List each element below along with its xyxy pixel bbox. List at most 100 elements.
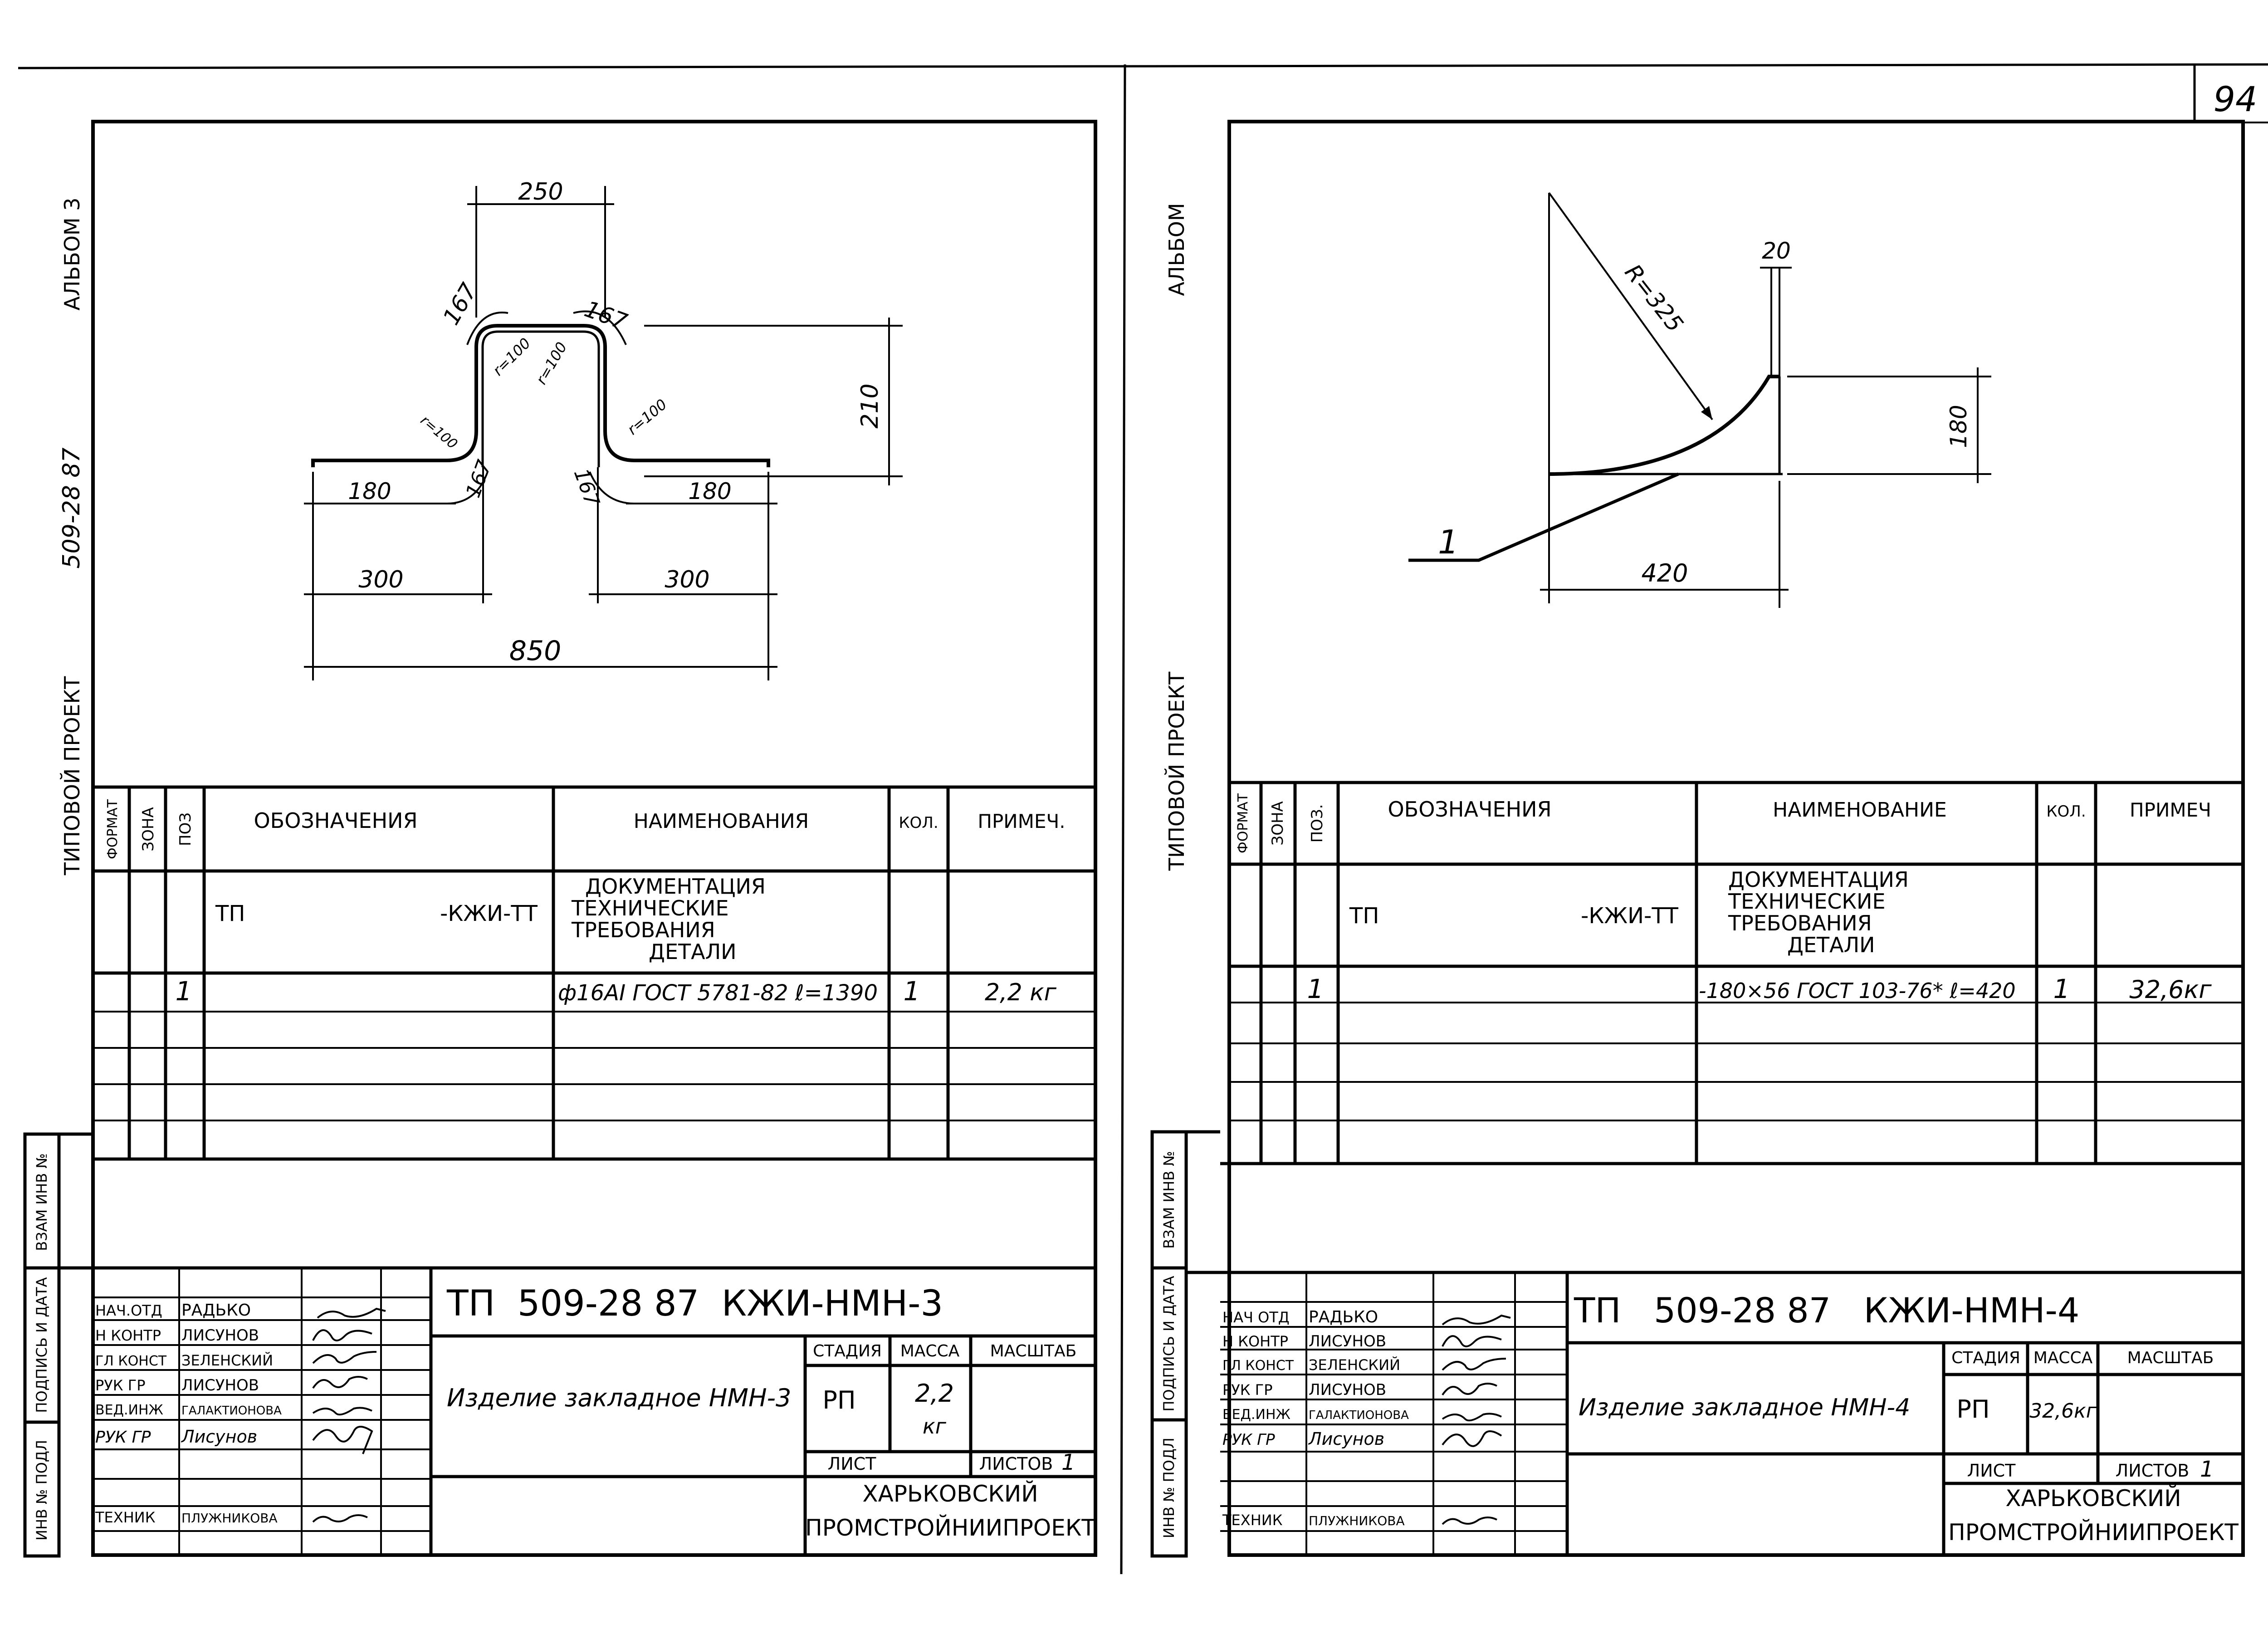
left-title-block: НАЧ.ОТД Н КОНТР ГЛ КОНСТ РУК ГР ВЕД.ИНЖ … (93, 1266, 1095, 1555)
right-role-7: ТЕХНИК (1222, 1512, 1283, 1529)
left-role-6: РУК ГР (95, 1428, 151, 1447)
left-spec-header-pos: ПОЗ (176, 812, 195, 846)
left-person-1: РАДЬКО (181, 1301, 251, 1320)
left-role-4: РУК ГР (95, 1377, 146, 1394)
left-org-1: ХАРЬКОВСКИЙ (862, 1480, 1038, 1507)
left-margin-inv: ИНВ № ПОДЛ (33, 1440, 50, 1541)
right-side-project: ТИПОВОЙ ПРОЕКТ (1164, 671, 1189, 871)
right-spec-doc-code: -КЖИ-ТТ (1581, 903, 1679, 929)
left-spec-doc-line-3: ТРЕБОВАНИЯ (571, 918, 715, 942)
left-person-2: ЛИСУНОВ (181, 1326, 259, 1345)
right-spec-header-name: НАИМЕНОВАНИЕ (1773, 798, 1947, 822)
right-person-6: Лисунов (1308, 1429, 1384, 1449)
left-spec-row-pos: 1 (176, 976, 192, 1007)
right-spec-header-note: ПРИМЕЧ (2130, 799, 2211, 821)
dim-300-right: 300 (665, 566, 709, 593)
right-person-7: ПЛУЖНИКОВА (1309, 1513, 1405, 1528)
left-sheets-value: 1 (1061, 1450, 1075, 1475)
right-scale-header: МАСШТАБ (2127, 1349, 2214, 1367)
right-sheet-header: ЛИСТ (1967, 1461, 2016, 1481)
page-frame: 94 (18, 63, 2268, 1575)
left-title-name: Изделие закладное НМН-3 (447, 1384, 791, 1412)
left-mass-header: МАССА (900, 1342, 960, 1360)
left-mass-unit: кг (923, 1414, 947, 1438)
right-org-2: ПРОМСТРОЙНИИПРОЕКТ (1948, 1519, 2239, 1546)
left-mass-value: 2,2 (915, 1379, 954, 1408)
dim-20: 20 (1762, 238, 1791, 264)
dim-167-top-right: 167 (581, 296, 631, 335)
left-person-5: ГАЛАКТИОНОВА (181, 1404, 282, 1418)
left-margin-vzam: ВЗАМ ИНВ № (33, 1153, 50, 1251)
right-person-3: ЗЕЛЕНСКИЙ (1309, 1356, 1400, 1374)
right-mass-value: 32,6кг (2029, 1399, 2097, 1423)
right-signatures (1442, 1314, 1511, 1525)
right-spec-doc-prefix: ТП (1349, 903, 1379, 929)
right-spec-doc-line-3: ТРЕБОВАНИЯ (1728, 911, 1872, 935)
dim-r100-bottom-right: r=100 (624, 396, 670, 438)
right-spec-table: ФОРМАТ ЗОНА ПОЗ. ОБОЗНАЧЕНИЯ НАИМЕНОВАНИ… (1220, 781, 2243, 1165)
dim-210: 210 (856, 383, 884, 428)
right-spec-row-name: -180×56 ГОСТ 103-76* ℓ=420 (1699, 978, 2016, 1003)
left-spec-doc-line-1: ДОКУМЕНТАЦИЯ (585, 874, 766, 899)
right-margin-vzam: ВЗАМ ИНВ № (1160, 1151, 1178, 1249)
dim-300-left: 300 (358, 566, 403, 593)
left-person-6: Лисунов (181, 1427, 257, 1447)
right-sheet: АЛЬБОМ ТИПОВОЙ ПРОЕКТ R=325 20 180 420 1 (1150, 120, 2245, 1558)
right-stage-value: РП (1956, 1395, 1989, 1424)
dim-r100-bottom-left: r=100 (417, 412, 460, 452)
dimension-lines (304, 186, 903, 680)
left-margin-podpis: ПОДПИСЬ И ДАТА (33, 1277, 50, 1413)
right-spec-header-qty: КОЛ. (2046, 802, 2086, 821)
right-margin-inv: ИНВ № ПОДЛ (1160, 1438, 1178, 1538)
left-sheet: АЛЬБОМ 3 509-28 87 ТИПОВОЙ ПРОЕКТ (23, 120, 1097, 1558)
right-margin-strip: ВЗАМ ИНВ № ПОДПИСЬ И ДАТА ИНВ № ПОДЛ (1150, 1130, 1220, 1558)
right-title-code: ТП 509-28 87 КЖИ-НМН-4 (1574, 1290, 2079, 1331)
left-role-2: Н КОНТР (95, 1327, 161, 1344)
right-spec-row-note: 32,6кг (2129, 975, 2212, 1004)
left-role-5: ВЕД.ИНЖ (95, 1402, 163, 1418)
dim-167-bottom-left: 167 (461, 457, 496, 500)
dim-180-right: 180 (688, 478, 731, 504)
right-role-3: ГЛ КОНСТ (1222, 1358, 1294, 1374)
rebar-profile: 250 167 167 r=100 r=100 r=100 r=100 210 … (304, 178, 903, 680)
right-spec-header-format: ФОРМАТ (1235, 793, 1251, 853)
left-person-4: ЛИСУНОВ (181, 1376, 259, 1394)
left-spec-table: ФОРМАТ ЗОНА ПОЗ ОБОЗНАЧЕНИЯ НАИМЕНОВАНИЯ… (93, 785, 1095, 1161)
left-scale-header: МАСШТАБ (990, 1342, 1077, 1360)
left-sheet-header: ЛИСТ (828, 1454, 877, 1474)
dim-r100-inner-left: r=100 (489, 334, 534, 379)
left-spec-row-qty: 1 (904, 976, 920, 1007)
left-person-3: ЗЕЛЕНСКИЙ (181, 1352, 273, 1369)
left-spec-header-format: ФОРМАТ (105, 799, 121, 859)
right-margin-podpis: ПОДПИСЬ И ДАТА (1160, 1276, 1178, 1411)
right-mass-header: МАССА (2033, 1349, 2093, 1367)
plate-profile: R=325 20 180 420 1 (1408, 192, 1991, 608)
dim-r100-inner-right: r=100 (533, 339, 570, 387)
left-role-3: ГЛ КОНСТ (95, 1353, 167, 1369)
right-person-2: ЛИСУНОВ (1309, 1332, 1386, 1350)
left-spec-doc-prefix: ТП (215, 901, 245, 926)
left-spec-header-note: ПРИМЕЧ. (978, 810, 1065, 832)
dim-r325: R=325 (1620, 259, 1689, 337)
right-person-1: РАДЬКО (1309, 1308, 1378, 1326)
right-spec-row-qty: 1 (2053, 974, 2070, 1004)
right-role-4: РУК ГР (1222, 1381, 1273, 1399)
right-sheets-value: 1 (2200, 1457, 2214, 1482)
leader-pos-1: 1 (1438, 523, 1459, 561)
left-person-7: ПЛУЖНИКОВА (181, 1511, 278, 1526)
left-signatures (312, 1307, 386, 1523)
right-spec-row-pos: 1 (1307, 974, 1324, 1004)
left-stage-header: СТАДИЯ (813, 1342, 882, 1360)
right-title-name: Изделие закладное НМН-4 (1579, 1394, 1910, 1421)
right-person-5: ГАЛАКТИОНОВА (1309, 1409, 1409, 1422)
left-spec-header-designation: ОБОЗНАЧЕНИЯ (254, 808, 417, 833)
left-org-2: ПРОМСТРОЙНИИПРОЕКТ (805, 1514, 1095, 1541)
dim-180-left: 180 (348, 478, 391, 504)
dim-420: 420 (1641, 559, 1688, 587)
right-spec-doc-line-4: ДЕТАЛИ (1787, 933, 1875, 957)
left-sheets-header: ЛИСТОВ (979, 1454, 1053, 1474)
left-spec-doc-line-4: ДЕТАЛИ (649, 939, 737, 964)
right-role-5: ВЕД.ИНЖ (1222, 1407, 1290, 1423)
left-spec-row-note: 2,2 кг (985, 979, 1057, 1006)
